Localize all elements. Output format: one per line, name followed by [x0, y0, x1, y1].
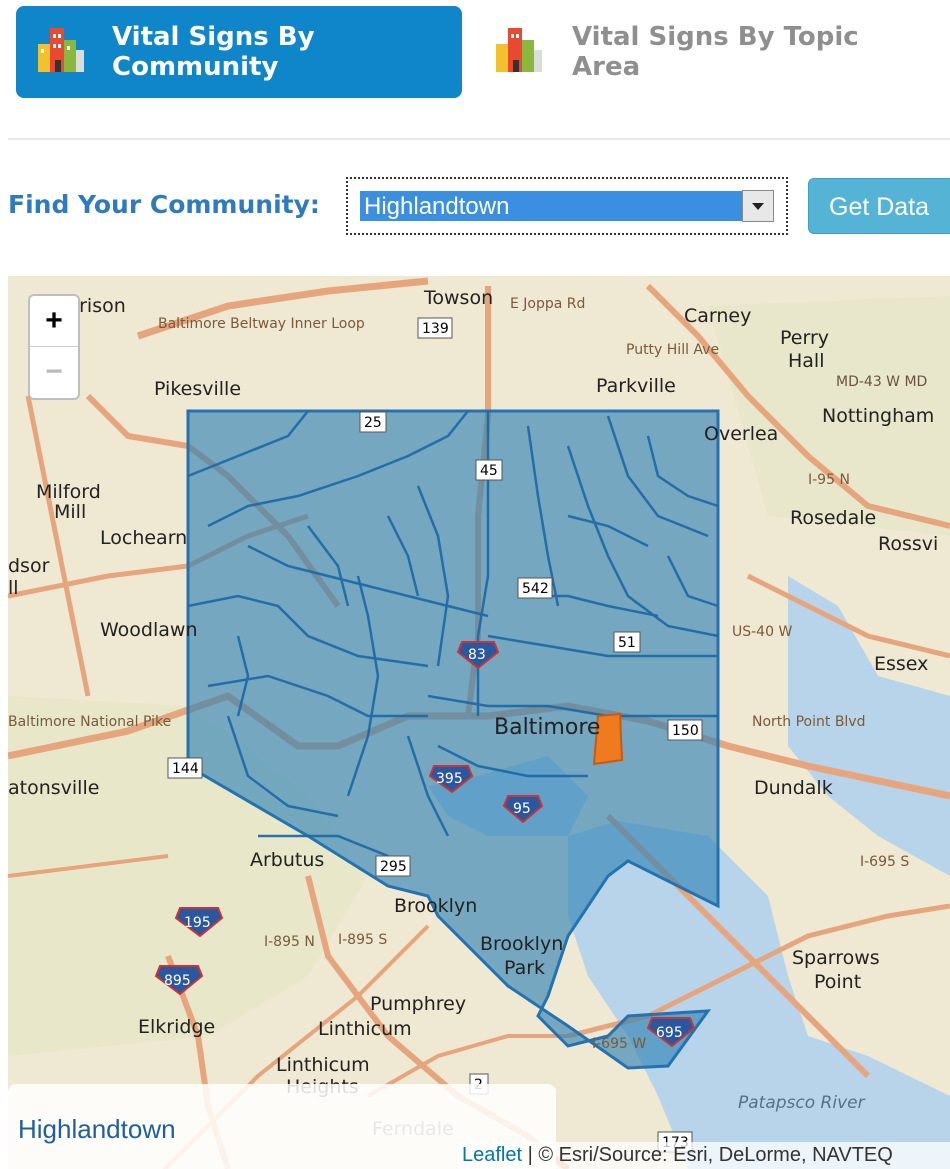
svg-text:Mill: Mill	[54, 501, 86, 523]
svg-text:Lochearn: Lochearn	[100, 527, 187, 549]
svg-text:I-695 S: I-695 S	[860, 854, 909, 870]
zoom-in-button[interactable]: +	[30, 296, 78, 347]
svg-text:Brooklyn: Brooklyn	[480, 933, 563, 955]
svg-text:Dundalk: Dundalk	[754, 777, 833, 799]
selected-community-highlandtown[interactable]	[592, 712, 624, 766]
svg-text:395: 395	[436, 771, 463, 787]
svg-text:dsor: dsor	[8, 555, 50, 577]
svg-text:295: 295	[380, 859, 407, 875]
svg-text:I-895 N: I-895 N	[264, 934, 315, 950]
svg-text:ll: ll	[8, 577, 19, 599]
svg-text:Pumphrey: Pumphrey	[370, 993, 466, 1015]
svg-text:atonsville: atonsville	[8, 777, 99, 799]
buildings-icon	[496, 28, 542, 72]
svg-text:695: 695	[656, 1025, 683, 1041]
tab-vital-signs-by-community[interactable]: Vital Signs By Community	[16, 6, 462, 98]
svg-text:542: 542	[522, 581, 549, 597]
svg-text:Elkridge: Elkridge	[138, 1016, 215, 1038]
svg-text:Point: Point	[814, 971, 861, 993]
community-select[interactable]: Highlandtown	[346, 177, 788, 235]
road-labels: E Joppa Rd Putty Hill Ave MD-43 W MD I-9…	[8, 296, 927, 1052]
svg-text:Brooklyn: Brooklyn	[394, 895, 477, 917]
buildings-icon	[38, 28, 84, 72]
svg-text:E Joppa Rd: E Joppa Rd	[510, 296, 585, 312]
svg-text:25: 25	[364, 415, 382, 431]
svg-text:Rosedale: Rosedale	[790, 507, 876, 529]
svg-text:Sparrows: Sparrows	[792, 947, 880, 969]
svg-text:I-95 N: I-95 N	[808, 472, 850, 488]
highway-shields: 139 25 45 542 51 150 144 295 2 173 83 39…	[154, 317, 703, 1153]
svg-text:I-695 W: I-695 W	[592, 1036, 646, 1052]
community-boundaries	[187, 410, 719, 858]
svg-text:Towson: Towson	[423, 287, 493, 309]
svg-text:150: 150	[672, 723, 699, 739]
map-attribution: Leaflet | © Esri/Source: Esri, DeLorme, …	[458, 1142, 950, 1169]
svg-text:144: 144	[172, 761, 199, 777]
svg-text:Baltimore: Baltimore	[494, 715, 600, 740]
svg-text:Carney: Carney	[684, 305, 751, 327]
svg-text:139: 139	[422, 321, 449, 337]
svg-text:45: 45	[480, 463, 498, 479]
community-map[interactable]: arrison Towson Carney Perry Hall Pikesvi…	[8, 276, 950, 1169]
svg-text:Perry: Perry	[780, 327, 829, 349]
tab-label: Vital Signs By Community	[112, 22, 315, 82]
chevron-down-icon[interactable]	[742, 190, 774, 222]
svg-text:51: 51	[618, 635, 636, 651]
zoom-out-button[interactable]: −	[45, 355, 63, 388]
svg-text:North Point Blvd: North Point Blvd	[752, 714, 865, 730]
community-select-value: Highlandtown	[360, 191, 754, 221]
svg-text:Arbutus: Arbutus	[250, 849, 324, 871]
svg-text:I-895 S: I-895 S	[338, 932, 387, 948]
svg-text:83: 83	[468, 647, 486, 663]
svg-text:95: 95	[513, 801, 531, 817]
svg-text:Linthicum: Linthicum	[318, 1018, 412, 1040]
get-data-button[interactable]: Get Data	[808, 178, 950, 234]
place-labels: arrison Towson Carney Perry Hall Pikesvi…	[8, 287, 938, 1140]
svg-text:Essex: Essex	[874, 653, 928, 675]
svg-text:Parkville: Parkville	[596, 375, 676, 397]
divider	[8, 138, 950, 140]
svg-text:Baltimore Beltway Inner Loop: Baltimore Beltway Inner Loop	[158, 316, 365, 332]
zoom-control: + −	[28, 294, 80, 400]
svg-text:Putty Hill Ave: Putty Hill Ave	[626, 342, 719, 358]
svg-text:Rossvi: Rossvi	[878, 533, 938, 555]
svg-text:Nottingham: Nottingham	[822, 405, 934, 427]
svg-text:Linthicum: Linthicum	[276, 1054, 370, 1076]
svg-text:US-40 W: US-40 W	[732, 624, 792, 640]
tab-label: Vital Signs By Topic Area	[572, 22, 859, 82]
attribution-text: | © Esri/Source: Esri, DeLorme, NAVTEQ	[522, 1144, 893, 1166]
svg-text:Patapsco River: Patapsco River	[738, 1093, 866, 1113]
svg-text:MD-43 W MD: MD-43 W MD	[836, 374, 927, 390]
svg-text:Baltimore National Pike: Baltimore National Pike	[8, 714, 171, 730]
svg-text:895: 895	[164, 973, 191, 989]
svg-text:Park: Park	[504, 957, 545, 979]
svg-text:Milford: Milford	[36, 481, 101, 503]
leaflet-link[interactable]: Leaflet	[462, 1144, 523, 1166]
map-canvas[interactable]: arrison Towson Carney Perry Hall Pikesvi…	[8, 276, 950, 1169]
svg-text:Overlea: Overlea	[704, 423, 778, 445]
svg-text:Woodlawn: Woodlawn	[100, 619, 198, 641]
svg-text:195: 195	[184, 915, 211, 931]
tab-vital-signs-by-topic-area[interactable]: Vital Signs By Topic Area	[490, 6, 930, 98]
find-community-label: Find Your Community:	[8, 190, 320, 219]
svg-text:Hall: Hall	[788, 350, 825, 372]
selected-community-name: Highlandtown	[18, 1114, 176, 1144]
svg-text:Pikesville: Pikesville	[154, 378, 241, 400]
